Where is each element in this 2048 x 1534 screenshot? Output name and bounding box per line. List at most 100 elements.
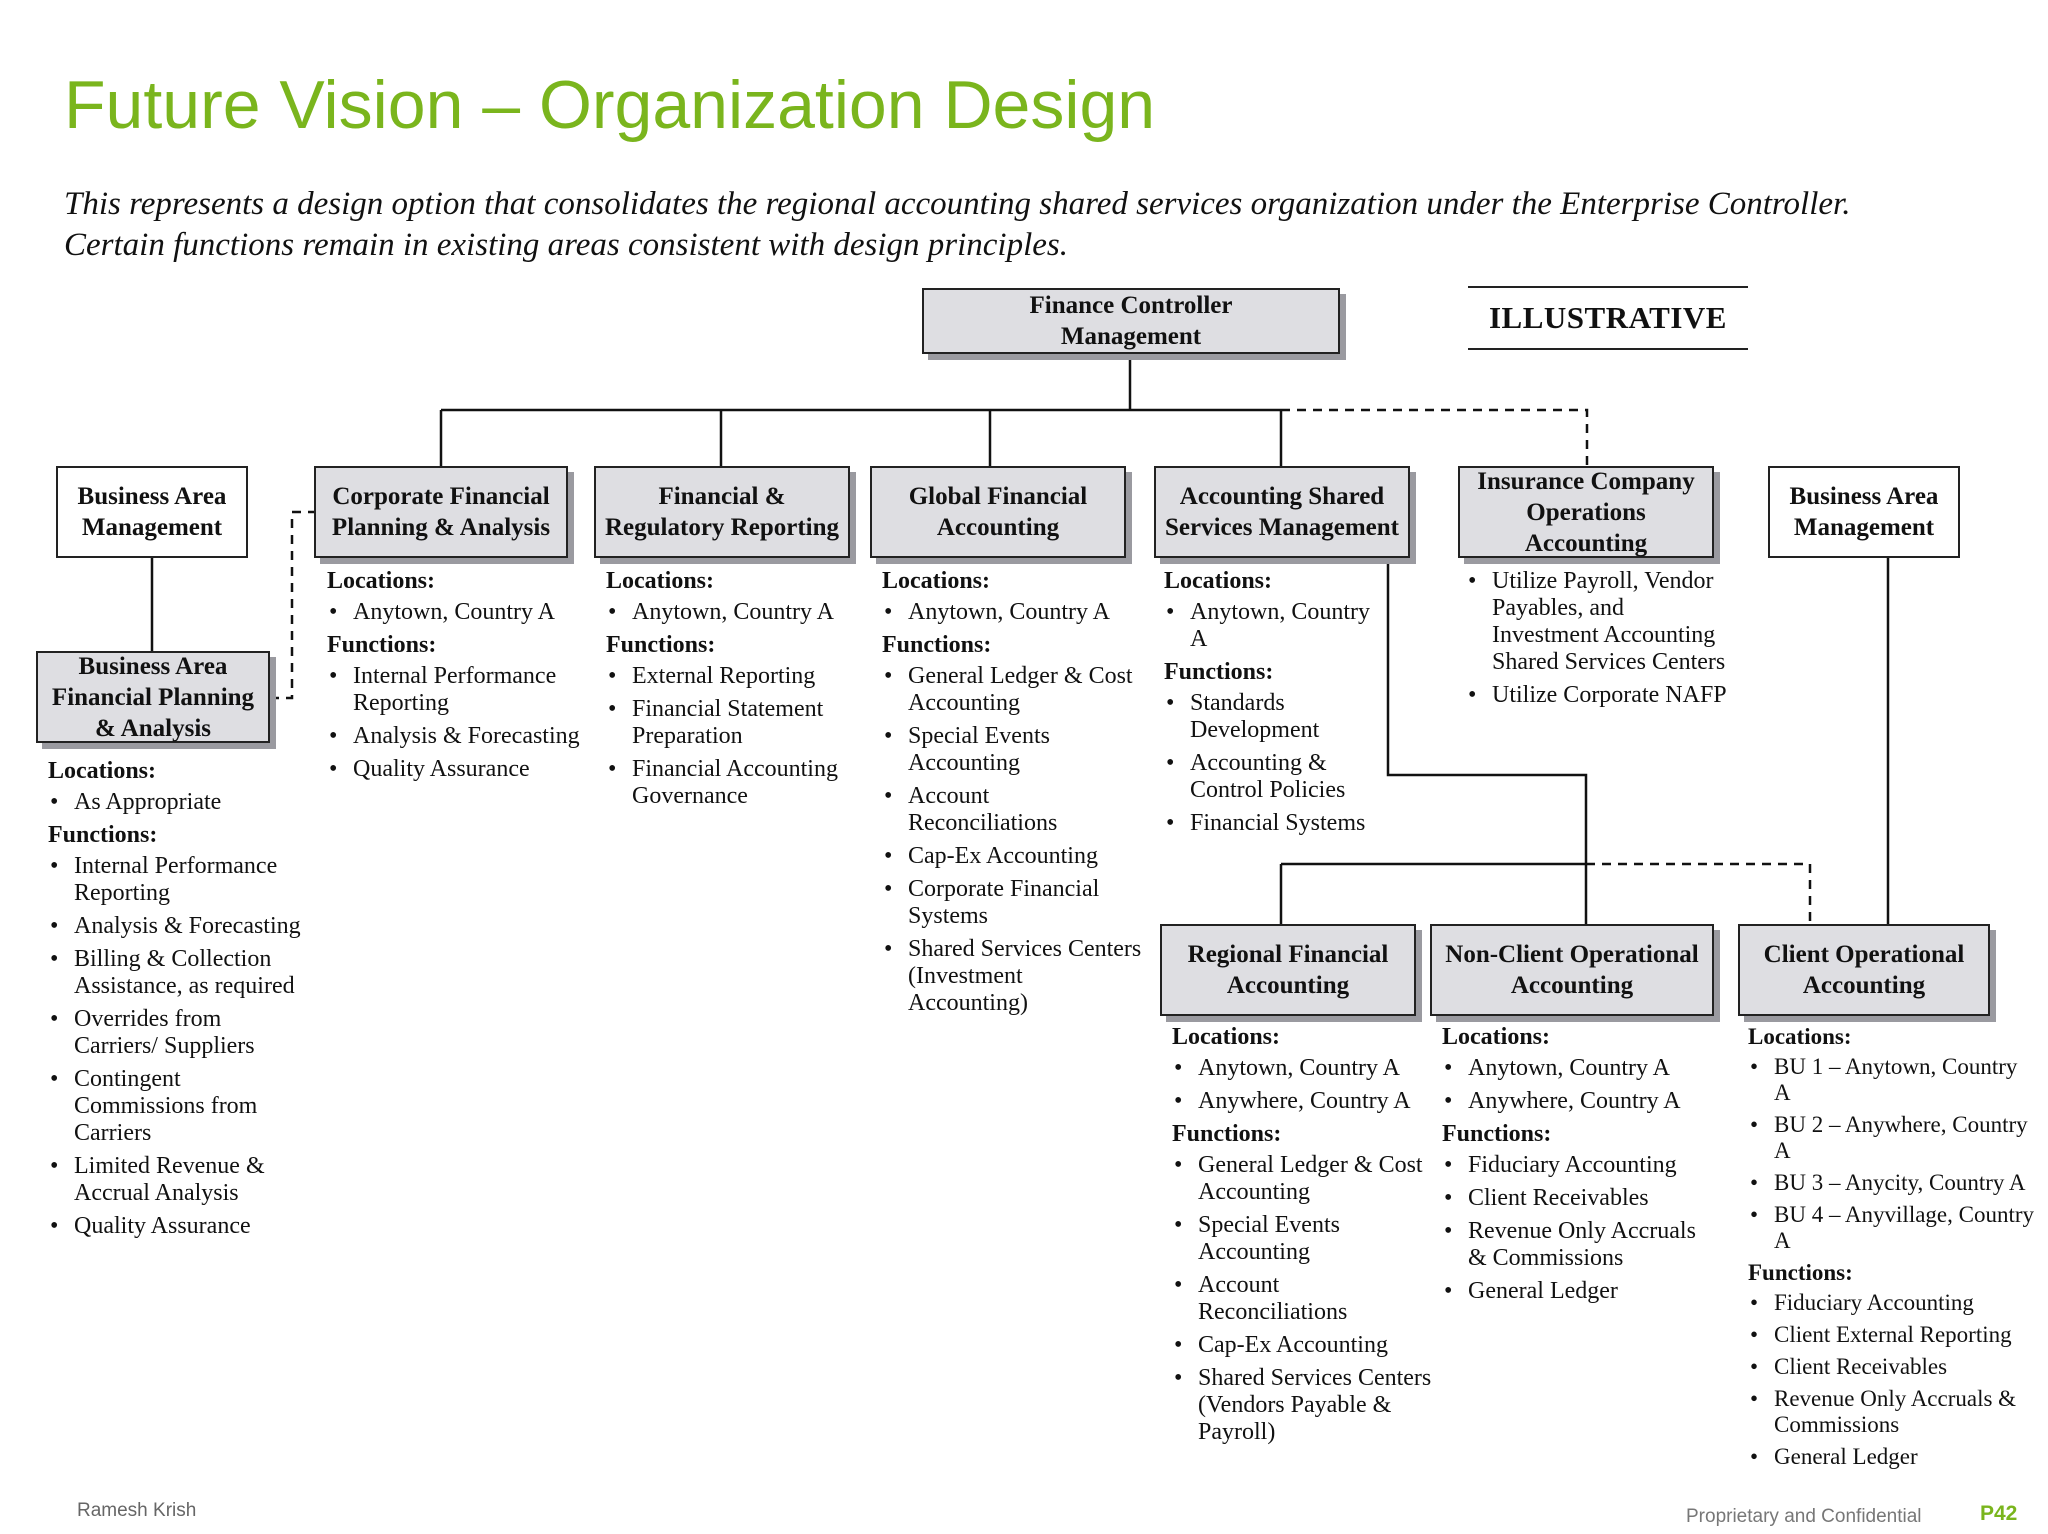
details-coa: Locations: BU 1 – Anytown, Country A BU 2… bbox=[1748, 1018, 2038, 1476]
locations-list: As Appropriate bbox=[48, 789, 308, 816]
locations-heading: Locations: bbox=[1164, 568, 1272, 594]
functions-heading: Functions: bbox=[1442, 1121, 1552, 1147]
locations-heading: Locations: bbox=[606, 568, 714, 594]
bullet-item: Special Events Accounting bbox=[882, 723, 1144, 777]
connector-assm-down bbox=[1386, 558, 1588, 924]
bullet-item: BU 3 – Anycity, Country A bbox=[1748, 1170, 2038, 1196]
bullet-item: As Appropriate bbox=[48, 789, 308, 816]
bullet-item: Contingent Commissions from Carriers bbox=[48, 1066, 308, 1147]
dotted-icoa bbox=[1281, 408, 1589, 467]
bullet-item: Financial Statement Preparation bbox=[606, 696, 866, 750]
bullet-item: Fiduciary Accounting bbox=[1442, 1152, 1710, 1179]
bullet-item: Account Reconciliations bbox=[1172, 1272, 1434, 1326]
locations-heading: Locations: bbox=[882, 568, 990, 594]
box-business-area-management-left: Business Area Management bbox=[56, 466, 248, 558]
locations-list: Anytown, Country A bbox=[882, 599, 1144, 626]
bullet-item: Account Reconciliations bbox=[882, 783, 1144, 837]
bullet-item: General Ledger bbox=[1748, 1444, 2038, 1470]
locations-heading: Locations: bbox=[1442, 1024, 1550, 1050]
footer-author: Ramesh Krish bbox=[77, 1500, 197, 1521]
box-global-financial-accounting: Global Financial Accounting bbox=[870, 466, 1126, 558]
bullet-item: Limited Revenue & Accrual Analysis bbox=[48, 1153, 308, 1207]
details-cfpa: Locations: Anytown, Country A Functions:… bbox=[327, 562, 587, 789]
functions-list: Internal Performance ReportingAnalysis &… bbox=[327, 663, 587, 783]
bullet-item: Overrides from Carriers/ Suppliers bbox=[48, 1006, 308, 1060]
bullet-item: Revenue Only Accruals & Commissions bbox=[1442, 1218, 1710, 1272]
bullet-item: Internal Performance Reporting bbox=[327, 663, 587, 717]
functions-heading: Functions: bbox=[1748, 1260, 1853, 1285]
bullet-item: Analysis & Forecasting bbox=[327, 723, 587, 750]
dotted-bafpa-cfpa bbox=[270, 510, 314, 700]
bullet-item: Revenue Only Accruals & Commissions bbox=[1748, 1386, 2038, 1438]
box-insurance-company-operations: Insurance Company Operations Accounting bbox=[1458, 466, 1714, 558]
bullet-item: Cap-Ex Accounting bbox=[1172, 1332, 1434, 1359]
details-icoa: Utilize Payroll, Vendor Payables, and In… bbox=[1466, 562, 1728, 715]
bullet-item: External Reporting bbox=[606, 663, 866, 690]
bullet-item: Fiduciary Accounting bbox=[1748, 1290, 2038, 1316]
functions-heading: Functions: bbox=[882, 632, 992, 658]
box-finance-controller-management: Finance Controller Management bbox=[922, 288, 1340, 354]
box-business-area-fpa: Business Area Financial Planning & Analy… bbox=[36, 651, 270, 743]
bullet-item: Financial Systems bbox=[1164, 810, 1390, 837]
bullet-item: Client External Reporting bbox=[1748, 1322, 2038, 1348]
locations-list: Anytown, Country A bbox=[1164, 599, 1390, 653]
bullet-item: Standards Development bbox=[1164, 690, 1390, 744]
bullet-item: Anytown, Country A bbox=[327, 599, 587, 626]
bullet-item: Cap-Ex Accounting bbox=[882, 843, 1144, 870]
box-non-client-operational-accounting: Non-Client Operational Accounting bbox=[1430, 924, 1714, 1016]
functions-heading: Functions: bbox=[1164, 659, 1274, 685]
box-business-area-management-right: Business Area Management bbox=[1768, 466, 1960, 558]
locations-list: Anytown, Country AAnywhere, Country A bbox=[1172, 1055, 1434, 1115]
details-assm: Locations: Anytown, Country A Functions:… bbox=[1164, 562, 1390, 843]
bullet-item: General Ledger & Cost Accounting bbox=[1172, 1152, 1434, 1206]
functions-heading: Functions: bbox=[48, 822, 158, 848]
locations-list: Anytown, Country A bbox=[327, 599, 587, 626]
locations-heading: Locations: bbox=[1748, 1024, 1852, 1049]
bullet-item: Billing & Collection Assistance, as requ… bbox=[48, 946, 308, 1000]
bullet-item: Quality Assurance bbox=[327, 756, 587, 783]
locations-heading: Locations: bbox=[1172, 1024, 1280, 1050]
functions-list: General Ledger & Cost AccountingSpecial … bbox=[1172, 1152, 1434, 1446]
dotted-coa bbox=[1586, 862, 1812, 924]
footer-confidential: Proprietary and Confidential bbox=[1686, 1506, 1922, 1527]
bullet-item: Anywhere, Country A bbox=[1172, 1088, 1434, 1115]
notes-list: Utilize Payroll, Vendor Payables, and In… bbox=[1466, 568, 1728, 709]
bullet-item: Quality Assurance bbox=[48, 1213, 308, 1240]
bullet-item: Analysis & Forecasting bbox=[48, 913, 308, 940]
locations-list: Anytown, Country A bbox=[606, 599, 866, 626]
bullet-item: Financial Accounting Governance bbox=[606, 756, 866, 810]
bullet-item: Special Events Accounting bbox=[1172, 1212, 1434, 1266]
bullet-item: Corporate Financial Systems bbox=[882, 876, 1144, 930]
functions-list: External ReportingFinancial Statement Pr… bbox=[606, 663, 866, 810]
bullet-item: BU 2 – Anywhere, Country A bbox=[1748, 1112, 2038, 1164]
bullet-item: General Ledger & Cost Accounting bbox=[882, 663, 1144, 717]
bullet-item: Internal Performance Reporting bbox=[48, 853, 308, 907]
bullet-item: General Ledger bbox=[1442, 1278, 1710, 1305]
bullet-item: Anytown, Country A bbox=[1442, 1055, 1710, 1082]
bullet-item: Client Receivables bbox=[1748, 1354, 2038, 1380]
illustrative-badge: ILLUSTRATIVE bbox=[1468, 286, 1748, 350]
bullet-item: BU 1 – Anytown, Country A bbox=[1748, 1054, 2038, 1106]
page-subtitle: This represents a design option that con… bbox=[64, 186, 1851, 263]
bullet-item: Anywhere, Country A bbox=[1442, 1088, 1710, 1115]
locations-heading: Locations: bbox=[48, 758, 156, 784]
box-financial-regulatory-reporting: Financial & Regulatory Reporting bbox=[594, 466, 850, 558]
details-gfa: Locations: Anytown, Country A Functions:… bbox=[882, 562, 1144, 1023]
bullet-item: Shared Services Centers (Investment Acco… bbox=[882, 936, 1144, 1017]
locations-list: Anytown, Country A Anywhere, Country A bbox=[1442, 1055, 1710, 1115]
functions-heading: Functions: bbox=[327, 632, 437, 658]
box-client-operational-accounting: Client Operational Accounting bbox=[1738, 924, 1990, 1016]
details-bafpa: Locations: As Appropriate Functions: Int… bbox=[48, 752, 308, 1246]
box-regional-financial-accounting: Regional Financial Accounting bbox=[1160, 924, 1416, 1016]
bullet-item: Utilize Payroll, Vendor Payables, and In… bbox=[1466, 568, 1728, 676]
bullet-item: Anytown, Country A bbox=[882, 599, 1144, 626]
functions-heading: Functions: bbox=[1172, 1121, 1282, 1147]
page-number: P42 bbox=[1980, 1502, 2018, 1525]
functions-list: Standards DevelopmentAccounting & Contro… bbox=[1164, 690, 1390, 837]
bullet-item: Utilize Corporate NAFP bbox=[1466, 682, 1728, 709]
bullet-item: Anytown, Country A bbox=[606, 599, 866, 626]
box-accounting-shared-services: Accounting Shared Services Management bbox=[1154, 466, 1410, 558]
